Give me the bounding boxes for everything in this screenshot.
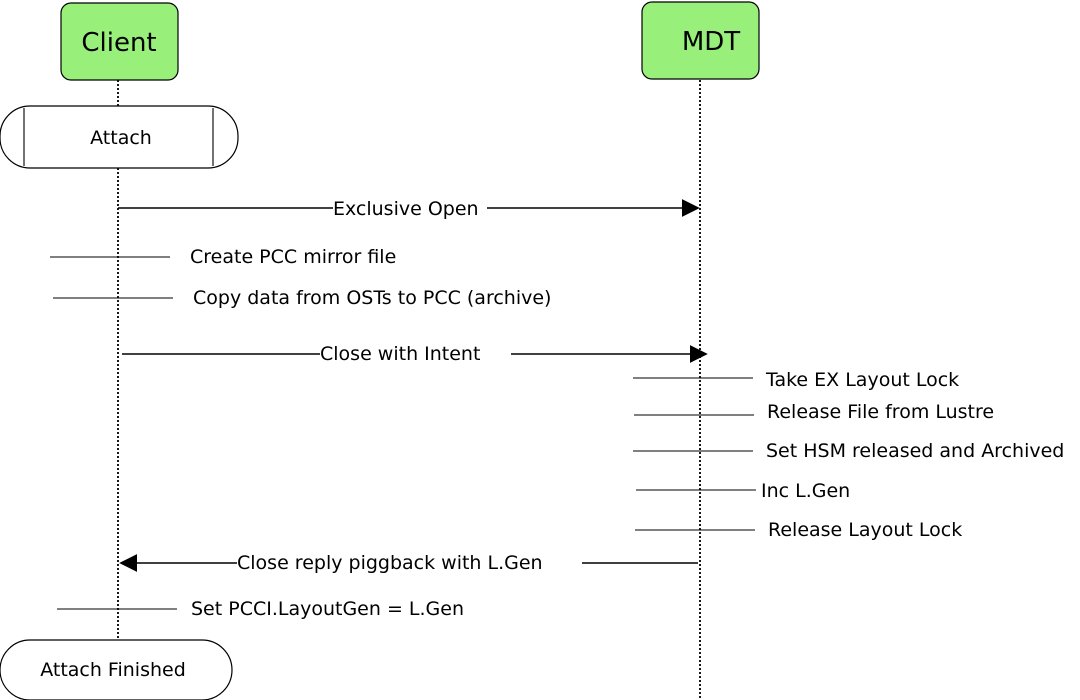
action-create-mirror-label: Create PCC mirror file xyxy=(190,246,396,268)
action-release-lock: Release Layout Lock xyxy=(635,519,962,541)
attach-finished-label: Attach Finished xyxy=(40,659,186,681)
message-close-intent: Close with Intent xyxy=(122,343,708,365)
attach-box: Attach xyxy=(0,105,239,169)
action-copy-data-label: Copy data from OSTs to PCC (archive) xyxy=(193,287,551,309)
action-create-mirror: Create PCC mirror file xyxy=(50,246,396,268)
action-take-lock: Take EX Layout Lock xyxy=(633,369,959,391)
mdt-actor: MDT xyxy=(641,1,760,80)
message-exclusive-open-label: Exclusive Open xyxy=(333,198,479,220)
attach-box-label: Attach xyxy=(90,127,152,149)
action-take-lock-label: Take EX Layout Lock xyxy=(765,369,959,391)
action-inc-gen: Inc L.Gen xyxy=(636,480,850,502)
action-set-hsm-label: Set HSM released and Archived xyxy=(766,440,1064,462)
action-release-file-label: Release File from Lustre xyxy=(767,401,994,423)
action-set-hsm: Set HSM released and Archived xyxy=(633,440,1064,462)
mdt-actor-label: MDT xyxy=(682,27,740,57)
action-release-file: Release File from Lustre xyxy=(634,401,994,423)
action-set-layout-gen-label: Set PCCI.LayoutGen = L.Gen xyxy=(191,598,464,620)
message-close-reply-label: Close reply piggback with L.Gen xyxy=(237,552,543,574)
client-actor: Client xyxy=(60,2,179,81)
client-actor-label: Client xyxy=(81,28,156,58)
message-close-intent-label: Close with Intent xyxy=(320,343,480,365)
message-close-reply: Close reply piggback with L.Gen xyxy=(119,552,698,574)
action-release-lock-label: Release Layout Lock xyxy=(768,519,962,541)
action-set-layout-gen: Set PCCI.LayoutGen = L.Gen xyxy=(57,598,464,620)
action-copy-data: Copy data from OSTs to PCC (archive) xyxy=(53,287,551,309)
message-exclusive-open: Exclusive Open xyxy=(118,198,700,220)
action-inc-gen-label: Inc L.Gen xyxy=(761,480,850,502)
attach-finished-box: Attach Finished xyxy=(0,639,233,700)
